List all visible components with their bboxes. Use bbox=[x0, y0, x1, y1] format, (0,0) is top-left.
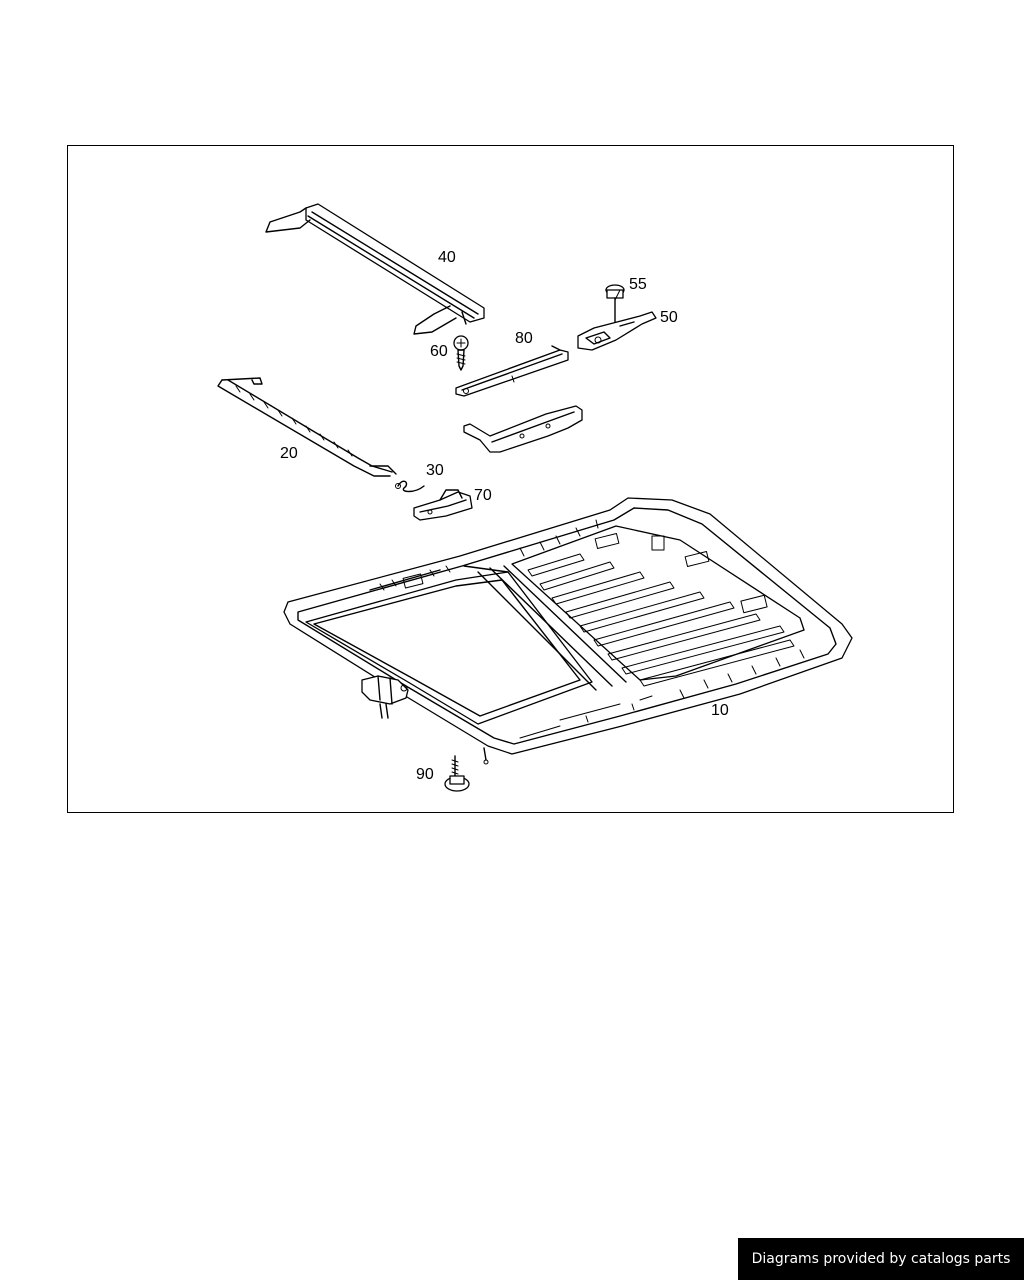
callout-30: 30 bbox=[426, 462, 444, 479]
part-70-guide-shoe[interactable] bbox=[413, 489, 473, 521]
callout-20: 20 bbox=[280, 445, 298, 462]
diagram-credit-badge: Diagrams provided by catalogs parts bbox=[738, 1238, 1024, 1280]
part-60-screw[interactable] bbox=[453, 335, 469, 371]
part-40-rail[interactable] bbox=[265, 203, 485, 335]
callout-80: 80 bbox=[515, 330, 533, 347]
part-10-sunroof-frame[interactable] bbox=[283, 497, 853, 765]
part-90-bolt[interactable] bbox=[444, 755, 470, 792]
callout-90: 90 bbox=[416, 766, 434, 783]
callout-40: 40 bbox=[438, 249, 456, 266]
part-80-slide-rail[interactable] bbox=[455, 345, 569, 397]
callout-50: 50 bbox=[660, 309, 678, 326]
callout-60: 60 bbox=[430, 343, 448, 360]
callout-10: 10 bbox=[711, 702, 729, 719]
part-30-clip[interactable] bbox=[395, 480, 425, 493]
part-80-side-bracket[interactable] bbox=[463, 405, 583, 453]
callout-70: 70 bbox=[474, 487, 492, 504]
part-50-bracket[interactable] bbox=[577, 311, 657, 351]
callout-55: 55 bbox=[629, 276, 647, 293]
part-20-cable[interactable] bbox=[217, 377, 397, 477]
